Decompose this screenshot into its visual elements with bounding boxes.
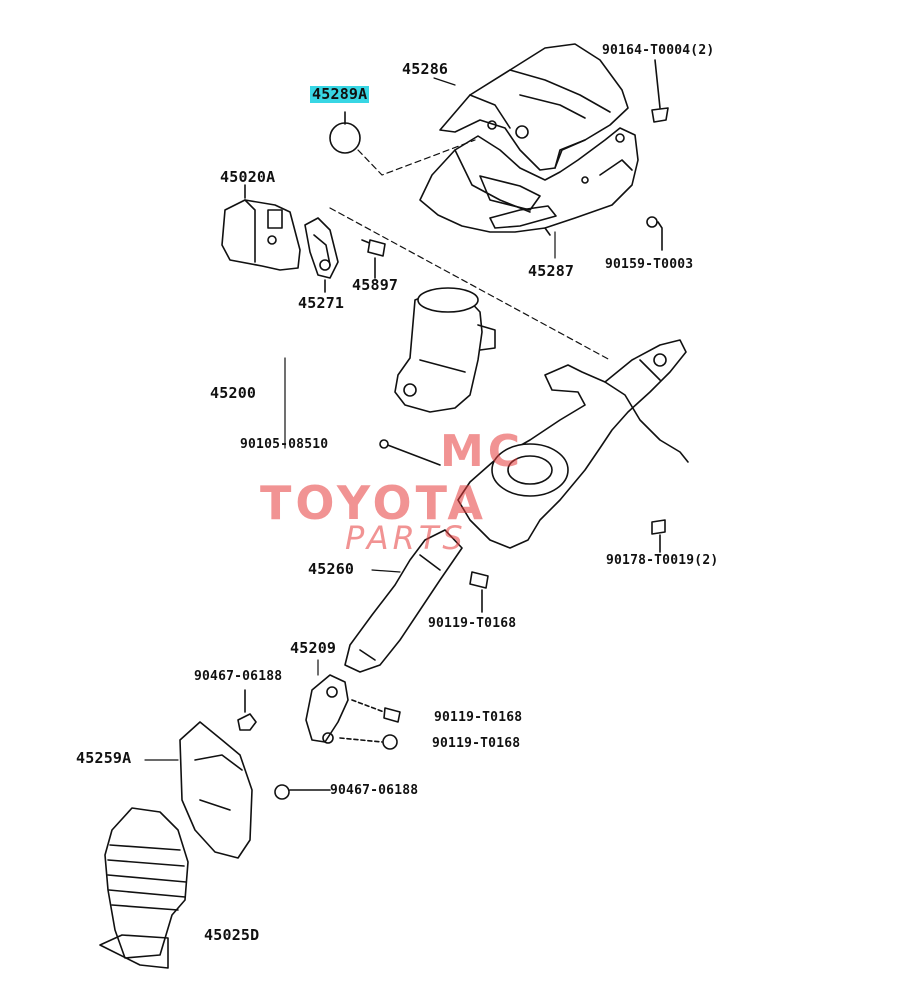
label-45286[interactable]: 45286 <box>402 60 449 78</box>
motor-unit <box>394 287 496 413</box>
bracket-45020a[interactable] <box>221 184 301 271</box>
nut-90467-upper[interactable] <box>237 689 257 731</box>
label-45025d[interactable]: 45025D <box>204 926 260 944</box>
label-90164[interactable]: 90164-T0004(2) <box>602 43 715 58</box>
label-45897[interactable]: 45897 <box>352 276 399 294</box>
label-45260[interactable]: 45260 <box>308 560 355 578</box>
label-45259a[interactable]: 45259A <box>76 749 132 767</box>
bolt-90119-lower[interactable] <box>339 734 398 750</box>
screw-45897[interactable] <box>361 239 386 279</box>
label-90105[interactable]: 90105-08510 <box>240 437 329 452</box>
nut-90467-lower[interactable] <box>274 784 331 800</box>
label-90467-lower[interactable]: 90467-06188 <box>330 783 419 798</box>
boot-45025d[interactable] <box>99 807 189 969</box>
label-90119-lower[interactable]: 90119-T0168 <box>432 736 521 751</box>
bolt-90178[interactable] <box>651 519 666 553</box>
bolt-90119-middle[interactable] <box>351 699 401 723</box>
upper-column-cover-45286[interactable] <box>439 43 629 171</box>
screw-90159[interactable] <box>646 216 663 251</box>
cap-45289a[interactable] <box>329 111 476 176</box>
label-90178[interactable]: 90178-T0019(2) <box>606 553 719 568</box>
lower-column-cover-45287[interactable] <box>419 127 639 236</box>
steering-column-assembly-45200[interactable] <box>284 339 689 549</box>
label-45200[interactable]: 45200 <box>210 384 257 402</box>
label-45287[interactable]: 45287 <box>528 262 575 280</box>
intermediate-shaft-45260[interactable] <box>344 529 463 673</box>
boot-cover-45259a[interactable] <box>144 721 253 859</box>
label-45209[interactable]: 45209 <box>290 639 337 657</box>
universal-joint-45209[interactable] <box>305 659 349 744</box>
label-90159[interactable]: 90159-T0003 <box>605 257 694 272</box>
label-45271[interactable]: 45271 <box>298 294 345 312</box>
screw-90164[interactable] <box>651 59 669 123</box>
label-90119-upper[interactable]: 90119-T0168 <box>428 616 517 631</box>
label-90467-upper[interactable]: 90467-06188 <box>194 669 283 684</box>
bolt-90105[interactable] <box>379 439 441 466</box>
bolt-90119-upper[interactable] <box>469 571 489 613</box>
bracket-45271[interactable] <box>304 217 339 293</box>
label-90119-middle[interactable]: 90119-T0168 <box>434 710 523 725</box>
label-45289a[interactable]: 45289A <box>310 85 370 103</box>
label-45020a[interactable]: 45020A <box>220 168 276 186</box>
